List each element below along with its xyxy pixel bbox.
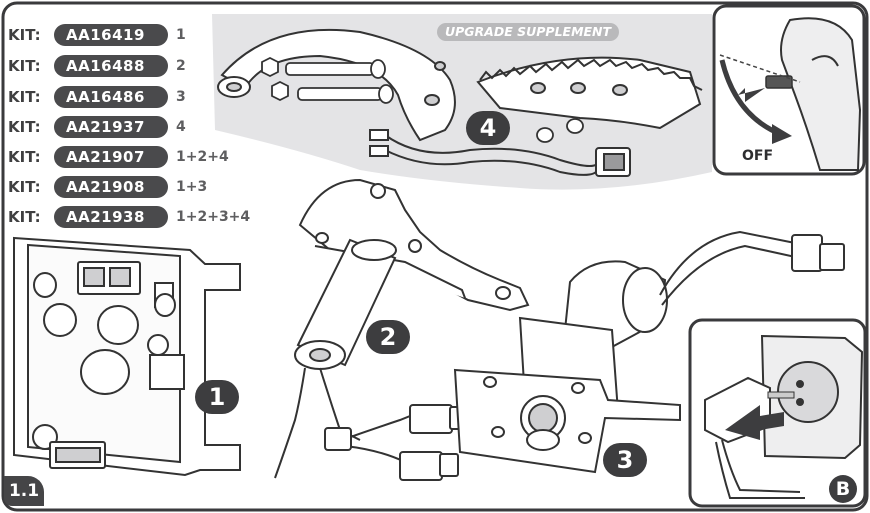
inset-unplug [688, 318, 867, 508]
inset-badge-b: B [829, 475, 857, 503]
callout-gear-motor: 3 [603, 443, 647, 477]
kit-prefix: KIT: [8, 26, 41, 44]
part1-control-board [13, 236, 241, 477]
kit-prefix: KIT: [8, 178, 41, 196]
part4-arm [217, 28, 456, 142]
figure-tag: 1.1 [4, 476, 44, 506]
callout-control-board: 1 [195, 380, 239, 414]
kit-code: AA21937 [54, 116, 168, 138]
part2-motor-arm [294, 178, 530, 370]
part2-wiring [274, 367, 469, 481]
kit-row: KIT: AA21907 1+2+4 [8, 146, 229, 168]
upgrade-supplement-label: UPGRADE SUPPLEMENT [437, 23, 619, 41]
kit-parts: 1+3 [176, 179, 208, 195]
kit-parts: 4 [176, 119, 186, 135]
inset-switch-off [712, 4, 866, 176]
kit-parts: 1+2+3+4 [176, 209, 251, 225]
kit-prefix: KIT: [8, 57, 41, 75]
kit-row: KIT: AA21938 1+2+3+4 [8, 206, 250, 228]
part3-gear-motor [453, 260, 681, 474]
part4-bolts [261, 56, 584, 143]
kit-prefix: KIT: [8, 118, 41, 136]
kit-row: KIT: AA16419 1 [8, 24, 186, 46]
kit-code: AA16488 [54, 55, 168, 77]
kit-parts: 3 [176, 89, 186, 105]
kit-code: AA16486 [54, 86, 168, 108]
kit-parts: 2 [176, 58, 186, 74]
kit-parts: 1+2+4 [176, 149, 229, 165]
kit-code: AA21907 [54, 146, 168, 168]
kit-code: AA16419 [54, 24, 168, 46]
kit-prefix: KIT: [8, 208, 41, 226]
kit-code: AA21938 [54, 206, 168, 228]
callout-supplement-parts: 4 [466, 111, 510, 145]
off-label: OFF [742, 148, 774, 164]
kit-row: KIT: AA21937 4 [8, 116, 186, 138]
kit-prefix: KIT: [8, 88, 41, 106]
kit-row: KIT: AA21908 1+3 [8, 176, 207, 198]
kit-row: KIT: AA16488 2 [8, 55, 186, 77]
callout-motor-arm: 2 [366, 320, 410, 354]
kit-code: AA21908 [54, 176, 168, 198]
part3-cable [659, 230, 845, 306]
kit-parts: 1 [176, 27, 186, 43]
kit-prefix: KIT: [8, 148, 41, 166]
part4-gear-sector [476, 56, 703, 130]
kit-row: KIT: AA16486 3 [8, 86, 186, 108]
part4-switch-harness [369, 129, 631, 177]
